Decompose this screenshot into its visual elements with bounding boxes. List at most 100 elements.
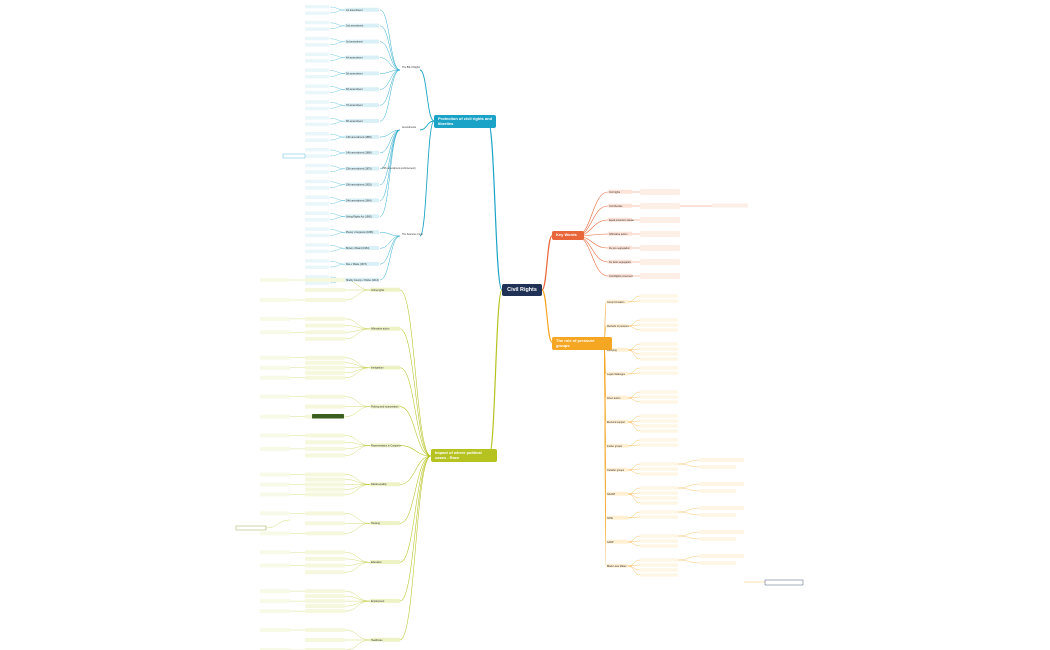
- key-word-box[interactable]: [608, 245, 632, 250]
- pressure-node-box[interactable]: [606, 515, 628, 520]
- impact-subdetail-box[interactable]: [260, 365, 290, 370]
- pressure-detail-box[interactable]: [640, 357, 678, 361]
- protection-node-box[interactable]: [345, 214, 379, 219]
- impact-detail-box[interactable]: [305, 336, 345, 341]
- protection-node-box[interactable]: [345, 55, 379, 60]
- outlined-node[interactable]: [282, 153, 306, 159]
- protection-detail-box[interactable]: [305, 75, 329, 79]
- impact-detail-box[interactable]: [305, 511, 345, 516]
- protection-detail-box[interactable]: [305, 100, 329, 104]
- protection-node-box[interactable]: [345, 134, 379, 139]
- key-word-box[interactable]: [608, 231, 632, 236]
- protection-node-box[interactable]: [345, 261, 379, 266]
- protection-detail-box[interactable]: [305, 163, 329, 168]
- branch-key-words[interactable]: Key Words: [552, 231, 584, 240]
- impact-subdetail-box[interactable]: [260, 511, 290, 516]
- protection-node-box[interactable]: [345, 277, 379, 282]
- impact-detail-box[interactable]: [305, 404, 345, 409]
- protection-detail-box[interactable]: [305, 211, 329, 215]
- key-word-box[interactable]: [608, 189, 632, 194]
- impact-detail-box[interactable]: [305, 323, 345, 328]
- pressure-detail-box[interactable]: [640, 294, 678, 298]
- protection-detail-box[interactable]: [305, 170, 329, 174]
- impact-detail-box[interactable]: [305, 589, 345, 594]
- pressure-detail-box[interactable]: [640, 486, 678, 490]
- protection-detail-box[interactable]: [305, 5, 329, 9]
- impact-node-box[interactable]: [370, 560, 400, 565]
- impact-detail-box[interactable]: [305, 521, 345, 526]
- pressure-subdetail-box[interactable]: [700, 465, 736, 469]
- protection-detail-box[interactable]: [305, 233, 329, 238]
- impact-subdetail-box[interactable]: [260, 531, 290, 536]
- impact-detail-box[interactable]: [305, 609, 345, 614]
- impact-subdetail-box[interactable]: [260, 394, 290, 399]
- impact-detail-box[interactable]: [305, 594, 345, 599]
- impact-detail-box[interactable]: [305, 599, 345, 604]
- impact-subdetail-box[interactable]: [260, 550, 290, 555]
- impact-subdetail-box[interactable]: [260, 482, 290, 487]
- pressure-detail-box[interactable]: [640, 395, 678, 399]
- protection-detail-box[interactable]: [305, 179, 329, 184]
- protection-node-box[interactable]: [345, 150, 379, 155]
- impact-detail-box[interactable]: [305, 531, 345, 536]
- protection-detail-box[interactable]: [305, 36, 329, 41]
- pressure-node-box[interactable]: [606, 419, 628, 424]
- impact-detail-box[interactable]: [305, 487, 345, 492]
- protection-node-box[interactable]: [345, 39, 379, 44]
- protection-detail-box[interactable]: [305, 27, 329, 31]
- protection-detail-box[interactable]: [305, 195, 329, 199]
- callout-box[interactable]: [764, 579, 804, 586]
- protection-detail-box[interactable]: [305, 132, 329, 136]
- pressure-subdetail-box[interactable]: [700, 513, 736, 517]
- impact-subdetail-box[interactable]: [260, 446, 290, 451]
- protection-detail-box[interactable]: [305, 106, 329, 111]
- impact-detail-box[interactable]: [305, 563, 345, 568]
- pressure-detail-box[interactable]: [640, 390, 678, 394]
- impact-node-box[interactable]: [370, 365, 400, 370]
- protection-detail-box[interactable]: [305, 154, 329, 158]
- protection-detail-box[interactable]: [305, 281, 329, 285]
- impact-subdetail-box[interactable]: [260, 414, 290, 419]
- pressure-detail-box[interactable]: [640, 534, 678, 538]
- impact-detail-box[interactable]: [305, 433, 345, 438]
- impact-detail-box[interactable]: [305, 278, 345, 282]
- protection-node-box[interactable]: [345, 23, 379, 28]
- impact-node-box[interactable]: [370, 326, 400, 331]
- key-word-box[interactable]: [608, 217, 632, 222]
- pressure-subdetail-box[interactable]: [700, 489, 736, 493]
- pressure-subdetail-box[interactable]: [700, 530, 744, 534]
- pressure-detail-box[interactable]: [640, 462, 678, 466]
- impact-detail-box[interactable]: [305, 482, 345, 487]
- pressure-detail-box[interactable]: [640, 563, 678, 567]
- pressure-detail-box[interactable]: [640, 443, 678, 447]
- key-word-definition-box[interactable]: [640, 245, 680, 251]
- impact-detail-box[interactable]: [305, 453, 345, 458]
- branch-pressure-groups[interactable]: The role of pressure groups: [552, 337, 612, 351]
- impact-node-box[interactable]: [370, 598, 400, 603]
- impact-subdetail-box[interactable]: [260, 563, 290, 568]
- branch-protection[interactable]: Protection of civil rights and liberties: [434, 115, 496, 129]
- impact-subdetail-box[interactable]: [260, 609, 290, 614]
- pressure-subdetail-box[interactable]: [700, 506, 744, 510]
- pressure-detail-box[interactable]: [640, 573, 678, 577]
- protection-node-box[interactable]: [345, 246, 379, 251]
- pressure-detail-box[interactable]: [640, 544, 678, 548]
- protection-detail-box[interactable]: [305, 275, 329, 279]
- key-word-extra-box[interactable]: [712, 203, 748, 208]
- protection-detail-box[interactable]: [305, 116, 329, 120]
- protection-detail-box[interactable]: [305, 59, 329, 63]
- impact-detail-box[interactable]: [305, 440, 345, 445]
- pressure-detail-box[interactable]: [640, 539, 678, 543]
- protection-detail-box[interactable]: [305, 20, 329, 25]
- protection-detail-box[interactable]: [305, 68, 329, 72]
- pressure-detail-box[interactable]: [640, 323, 678, 327]
- protection-node-box[interactable]: [345, 7, 379, 12]
- key-word-definition-box[interactable]: [640, 273, 680, 279]
- pressure-detail-box[interactable]: [640, 342, 678, 346]
- protection-node-box[interactable]: [345, 71, 379, 76]
- pressure-node-box[interactable]: [606, 323, 628, 328]
- impact-subdetail-box[interactable]: [260, 472, 290, 477]
- root-node[interactable]: Civil Rights: [502, 284, 542, 296]
- highlighted-node[interactable]: [312, 414, 344, 419]
- impact-detail-box[interactable]: [305, 316, 345, 321]
